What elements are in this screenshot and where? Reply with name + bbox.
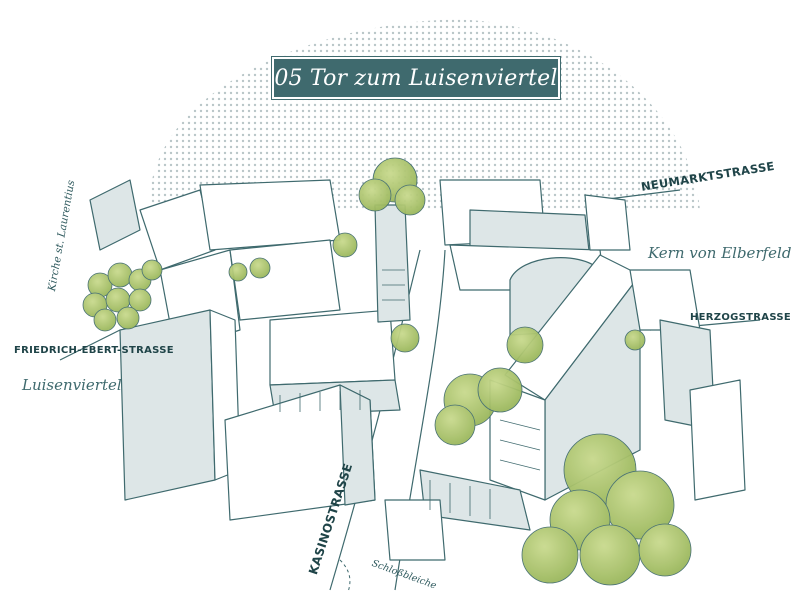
dotted-sky-dome	[150, 19, 700, 210]
schlossbleiche-path	[339, 559, 351, 593]
area-label-kern-von-elberfeld: Kern von Elberfeld	[648, 244, 792, 262]
page-title: 05 Tor zum Luisenviertel	[271, 56, 561, 100]
buildings	[89, 179, 746, 561]
trees	[82, 157, 692, 586]
street-label-friedrich-ebert-strasse: FRIEDRICH-EBERT-STRASSE	[14, 345, 174, 356]
window-lines	[279, 269, 541, 519]
area-label-luisenviertel: Luisenviertel	[22, 376, 122, 394]
street-label-herzogstrasse: HERZOGSTRASSE	[690, 312, 792, 323]
